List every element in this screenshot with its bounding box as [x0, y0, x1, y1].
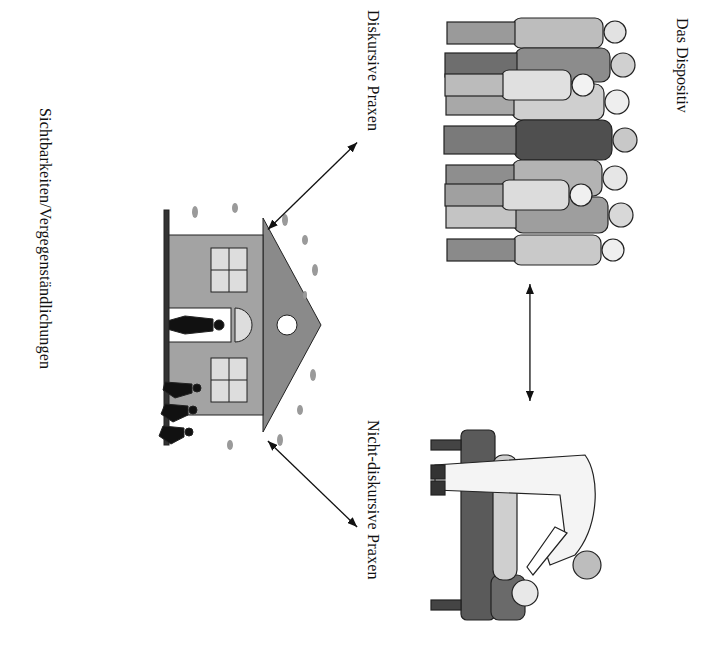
- node-label: Sichtbarkeiten/Vergegenständlichungen: [35, 108, 55, 369]
- crowd-illustration: [447, 239, 515, 261]
- node-label: Nicht-diskursive Praxen: [363, 420, 383, 580]
- doctor-illustration: [431, 600, 461, 610]
- crowd-illustration: [501, 180, 569, 210]
- school-illustration: [310, 369, 316, 381]
- crowd-illustration: [609, 203, 633, 227]
- crowd-illustration: [603, 166, 627, 190]
- doctor-illustration: [461, 430, 495, 620]
- school-illustration: [163, 382, 192, 398]
- school-illustration: [263, 218, 321, 432]
- practice-node: Diskursive Praxen: [360, 5, 650, 280]
- doctor-illustration: [512, 580, 538, 606]
- crowd-illustration: [445, 74, 503, 96]
- school-illustration: [235, 308, 252, 342]
- school-illustration: [161, 404, 188, 422]
- crowd-illustration: [445, 184, 503, 206]
- school-illustration: [193, 384, 201, 392]
- school-illustration: [211, 248, 247, 292]
- doctor-illustration: [431, 440, 461, 450]
- practice-node: Sichtbarkeiten/Vergegenständlichungen: [30, 105, 265, 600]
- school-illustration: [302, 235, 308, 245]
- double-arrow: [529, 284, 530, 401]
- double-arrow: [268, 143, 357, 230]
- school-illustration: [297, 405, 303, 415]
- doctor-illustration: [431, 430, 601, 620]
- school-illustration: [312, 264, 318, 276]
- school-illustration: [277, 434, 283, 446]
- crowd-illustration: [605, 90, 629, 114]
- school-illustration: [159, 203, 321, 450]
- school-illustration: [277, 315, 297, 335]
- school-illustration: [192, 203, 318, 450]
- practice-node: Nicht-diskursive Praxen: [360, 405, 650, 645]
- school-illustration: [232, 203, 238, 213]
- doctor-illustration: [435, 455, 595, 565]
- school-illustration: [167, 308, 231, 342]
- school-illustration: [185, 428, 193, 436]
- node-label: Diskursive Praxen: [363, 10, 383, 131]
- diagram-title: Das Dispositiv: [672, 18, 692, 113]
- doctor-illustration: [527, 527, 567, 575]
- crowd-illustration: [570, 184, 592, 206]
- crowd-illustration: [513, 18, 603, 48]
- crowd-illustration: [604, 21, 626, 43]
- double-arrow: [268, 441, 357, 527]
- crowd-illustration: [514, 120, 612, 160]
- crowd-illustration: [572, 74, 594, 96]
- school-illustration: [229, 248, 230, 292]
- doctor-illustration: [573, 551, 601, 579]
- doctor-illustration: [431, 465, 445, 479]
- crowd-illustration: [444, 126, 516, 154]
- school-illustration: [227, 440, 233, 450]
- doctor-illustration: [431, 481, 445, 495]
- school-illustration: [167, 316, 213, 334]
- crowd-illustration: [513, 235, 601, 265]
- crowd-illustration: [444, 18, 637, 265]
- school-illustration: [282, 214, 288, 226]
- school-illustration: [192, 206, 198, 218]
- crowd-illustration: [501, 70, 571, 100]
- crowd-illustration: [602, 239, 624, 261]
- crowd-illustration: [447, 22, 515, 44]
- school-illustration: [159, 426, 184, 444]
- crowd-illustration: [611, 53, 635, 77]
- school-illustration: [189, 406, 197, 414]
- school-illustration: [214, 320, 224, 330]
- school-illustration: [229, 358, 230, 402]
- school-illustration: [211, 358, 247, 402]
- crowd-illustration: [613, 128, 637, 152]
- school-illustration: [303, 291, 307, 299]
